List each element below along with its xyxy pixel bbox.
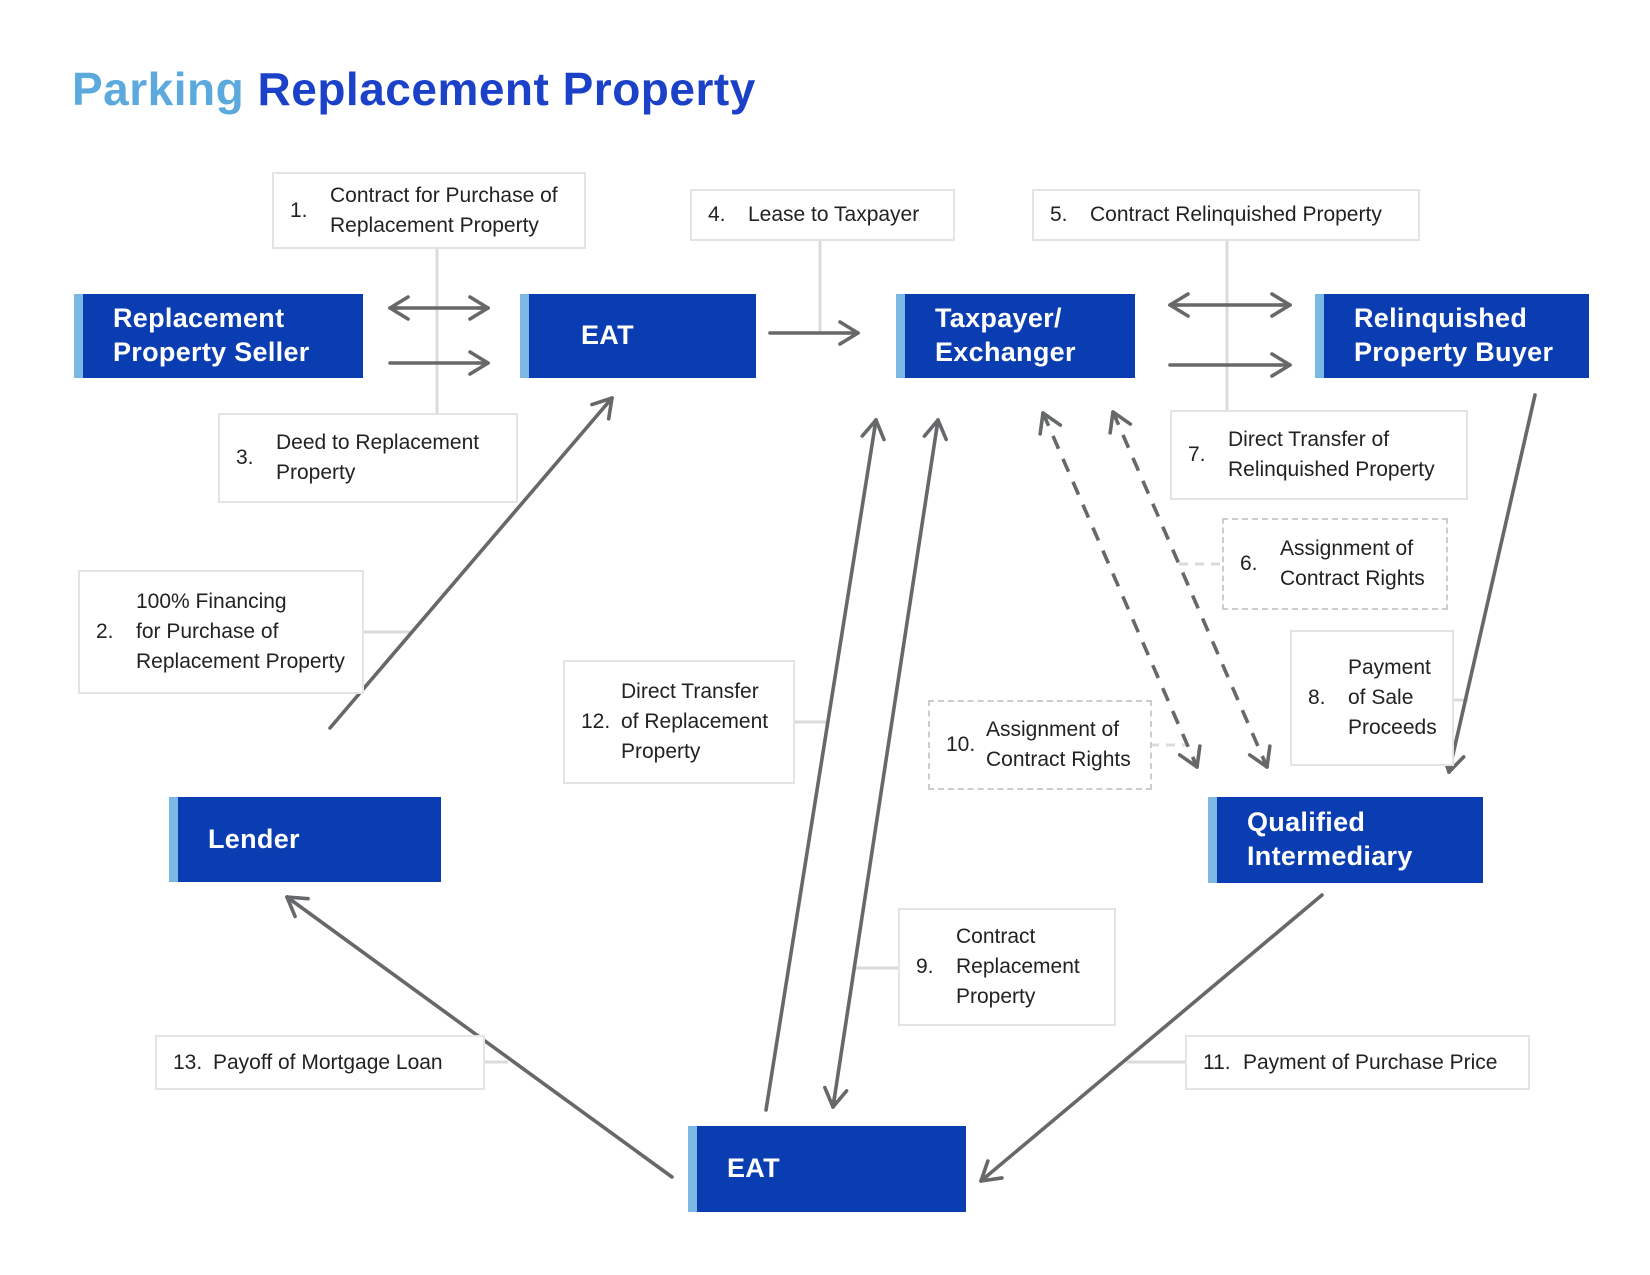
label-7-direct-transfer-relinquished: 7. Direct Transfer of Relinquished Prope… bbox=[1170, 410, 1468, 500]
label-text: Lease to Taxpayer bbox=[748, 203, 920, 227]
label-number: 5. bbox=[1050, 203, 1068, 227]
entity-label: Qualified Intermediary bbox=[1247, 807, 1413, 871]
label-number: 1. bbox=[290, 198, 308, 222]
arrowhead-down-left bbox=[979, 1159, 1004, 1183]
label-number: 11. bbox=[1203, 1050, 1231, 1074]
title-rest: Replacement Property bbox=[244, 63, 756, 115]
label-4-lease: 4. Lease to Taxpayer bbox=[690, 189, 955, 241]
arrowhead-up-right bbox=[590, 396, 614, 421]
label-text: Payoff of Mortgage Loan bbox=[213, 1050, 443, 1074]
label-text: Assignment of Contract Rights bbox=[1280, 537, 1425, 590]
entity-relinquished-property-buyer: Relinquished Property Buyer bbox=[1315, 294, 1589, 378]
arrow-qi-to-eat-bottom bbox=[979, 893, 1324, 1183]
entity-lender: Lender bbox=[169, 797, 441, 882]
label-text: Contract for Purchase of Replacement Pro… bbox=[330, 183, 558, 237]
entity-label: EAT bbox=[727, 1153, 780, 1184]
label-number: 7. bbox=[1188, 443, 1206, 467]
label-10-assignment-contract-rights: 10. Assignment of Contract Rights bbox=[928, 700, 1152, 790]
arrowhead-down bbox=[1177, 744, 1202, 769]
label-number: 10. bbox=[946, 733, 976, 757]
entity-label: Replacement Property Seller bbox=[113, 303, 310, 367]
label-text: 100% Financing for Purchase of Replaceme… bbox=[136, 590, 345, 673]
entity-label: Lender bbox=[208, 823, 300, 854]
label-1-contract-purchase: 1. Contract for Purchase of Replacement … bbox=[272, 172, 586, 249]
label-text: Contract Replacement Property bbox=[956, 925, 1080, 1008]
entity-qualified-intermediary: Qualified Intermediary bbox=[1208, 797, 1483, 883]
entity-taxpayer-exchanger: Taxpayer/ Exchanger bbox=[896, 294, 1135, 378]
arrowhead-up-left bbox=[285, 895, 310, 919]
label-6-assignment-contract-rights: 6. Assignment of Contract Rights bbox=[1222, 518, 1448, 610]
arrowhead-down bbox=[1247, 744, 1272, 769]
arrow-taxpayer-eat-bottom-two-way bbox=[831, 418, 940, 1109]
label-text: Payment of Purchase Price bbox=[1243, 1050, 1498, 1074]
label-13-payoff-mortgage: 13. Payoff of Mortgage Loan bbox=[155, 1035, 485, 1090]
arrow-eat-bottom-to-taxpayer bbox=[764, 418, 878, 1112]
entity-eat-bottom: EAT bbox=[688, 1126, 966, 1212]
label-text: Direct Transfer of Replacement Property bbox=[621, 680, 769, 763]
entity-replacement-property-seller: Replacement Property Seller bbox=[74, 294, 363, 378]
entity-eat-top: EAT bbox=[520, 294, 756, 378]
page-title: Parking Replacement Property bbox=[72, 62, 756, 116]
label-8-payment-sale-proceeds: 8. Payment of Sale Proceeds bbox=[1290, 630, 1454, 766]
title-word-parking: Parking bbox=[72, 63, 245, 115]
arrowhead-down bbox=[823, 1085, 849, 1109]
label-number: 6. bbox=[1240, 552, 1258, 576]
label-text: Payment of Sale Proceeds bbox=[1348, 656, 1437, 739]
arrow-lender-to-eat bbox=[328, 396, 614, 730]
label-number: 3. bbox=[236, 446, 254, 470]
label-number: 4. bbox=[708, 203, 726, 227]
arrowhead-up bbox=[1038, 411, 1063, 436]
arrowhead-up bbox=[922, 418, 948, 442]
label-number: 8. bbox=[1308, 686, 1326, 710]
entity-label: EAT bbox=[581, 320, 634, 351]
label-number: 9. bbox=[916, 955, 934, 979]
label-connectors bbox=[364, 241, 1468, 1064]
label-number: 13. bbox=[173, 1050, 203, 1074]
label-11-payment-purchase-price: 11. Payment of Purchase Price bbox=[1185, 1035, 1530, 1090]
arrowhead-up bbox=[1108, 410, 1133, 435]
arrow-buyer-to-qi bbox=[1447, 393, 1537, 774]
label-text: Contract Relinquished Property bbox=[1090, 203, 1382, 227]
label-text: Direct Transfer of Relinquished Property bbox=[1228, 428, 1435, 481]
label-5-contract-relinquished: 5. Contract Relinquished Property bbox=[1032, 189, 1420, 241]
label-number: 12. bbox=[581, 710, 611, 734]
label-number: 2. bbox=[96, 620, 114, 644]
label-3-deed: 3. Deed to Replacement Property bbox=[218, 413, 518, 503]
label-9-contract-replacement: 9. Contract Replacement Property bbox=[898, 908, 1116, 1026]
entity-label: Taxpayer/ Exchanger bbox=[935, 303, 1076, 367]
label-text: Deed to Replacement Property bbox=[276, 431, 480, 484]
entity-label: Relinquished Property Buyer bbox=[1354, 303, 1554, 367]
label-text: Assignment of Contract Rights bbox=[986, 718, 1131, 771]
label-2-financing: 2. 100% Financing for Purchase of Replac… bbox=[78, 570, 364, 694]
arrowhead-up bbox=[860, 418, 886, 442]
label-12-direct-transfer-replacement: 12. Direct Transfer of Replacement Prope… bbox=[563, 660, 795, 784]
